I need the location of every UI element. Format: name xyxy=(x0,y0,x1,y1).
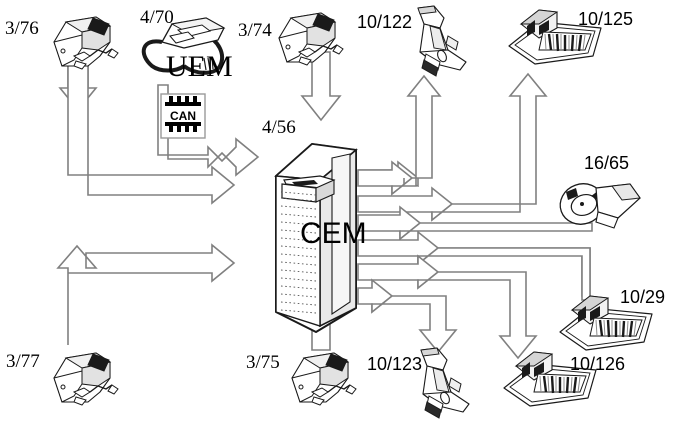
connector-icon-3-77 xyxy=(53,352,119,406)
label-3-77: 3/77 xyxy=(6,351,40,372)
path-cem-to-10-126 xyxy=(357,254,538,360)
path-3-74-to-cem xyxy=(300,51,342,122)
label-10-126: 10/126 xyxy=(570,354,626,374)
label-10-125: 10/125 xyxy=(578,9,634,29)
path-cem-to-10-122-route xyxy=(357,74,442,196)
component-glyph-layer xyxy=(53,5,654,419)
label-3-74: 3/74 xyxy=(238,20,272,41)
path-cem-to-10-123 xyxy=(357,278,458,354)
connector-icon-10-123 xyxy=(420,347,470,419)
label-4-56: 4/56 xyxy=(262,117,296,138)
can-bus-icon xyxy=(160,93,206,139)
label-10-122: 10/122 xyxy=(357,12,413,32)
label-10-29: 10/29 xyxy=(620,287,666,307)
label-3-76: 3/76 xyxy=(5,18,39,39)
connector-icon-3-75 xyxy=(291,352,357,406)
connector-icon-10-122 xyxy=(417,5,467,77)
path-3-76-shaft xyxy=(67,57,236,205)
label-3-75: 3/75 xyxy=(246,352,280,373)
connector-icon-3-74 xyxy=(278,12,344,66)
uem-module-label: UEM xyxy=(166,50,233,83)
label-16-65: 16/65 xyxy=(584,153,630,173)
path-cem-to-16-65 xyxy=(357,205,593,241)
label-4-70: 4/70 xyxy=(140,7,174,28)
path-uem-to-cem xyxy=(157,84,260,177)
cem-module-label: CEM xyxy=(300,217,367,250)
path-3-77-to-cem xyxy=(56,243,236,345)
label-10-123: 10/123 xyxy=(367,354,423,374)
connector-icon-3-76 xyxy=(53,16,119,70)
path-cem-to-10-125 xyxy=(357,72,548,222)
